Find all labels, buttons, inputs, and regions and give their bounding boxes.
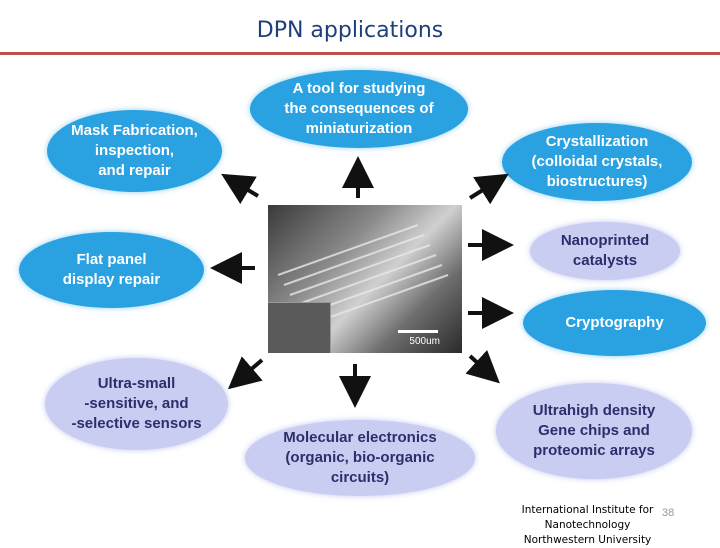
cantilever-lines [277, 224, 449, 326]
page-title: DPN applications [256, 18, 444, 43]
bubble-cryptography: Cryptography [523, 290, 706, 356]
page-number: 38 [662, 507, 675, 519]
tip-inset-image [268, 302, 331, 353]
bubble-sensors: Ultra-small -sensitive, and -selective s… [45, 358, 228, 450]
bubble-mask-fabrication-label: Mask Fabrication, inspection, and repair [71, 122, 198, 179]
bubble-mask-fabrication: Mask Fabrication, inspection, and repair [47, 110, 222, 192]
footer-line1: International Institute for Nanotechnolo… [521, 504, 654, 531]
bubble-crystallization-label: Crystallization (colloidal crystals, bio… [531, 133, 663, 190]
bubble-flat-panel: Flat panel display repair [19, 232, 204, 308]
scale-bar [398, 330, 438, 333]
bubble-cryptography-label: Cryptography [565, 314, 664, 331]
bubble-flat-panel-label: Flat panel display repair [62, 251, 161, 288]
bubble-catalysts-label: Nanoprinted catalysts [560, 232, 650, 269]
scale-label: 500um [409, 336, 440, 347]
cantilever-array-micrograph: 500um [268, 205, 462, 353]
arrow-down-right [465, 349, 500, 384]
title-divider [0, 52, 720, 55]
bubble-catalysts: Nanoprinted catalysts [530, 222, 680, 280]
bubble-molecular-electronics-label: Molecular electronics (organic, bio-orga… [283, 429, 437, 486]
bubble-sensors-label: Ultra-small -sensitive, and -selective s… [71, 375, 202, 432]
footer-line2: Northwestern University [523, 534, 652, 546]
bubble-gene-chips: Ultrahigh density Gene chips and proteom… [496, 383, 692, 479]
arrow-up-right [468, 173, 509, 205]
arrow-down-left [227, 356, 264, 390]
bubble-gene-chips-label: Ultrahigh density Gene chips and proteom… [532, 402, 656, 459]
bubble-molecular-electronics: Molecular electronics (organic, bio-orga… [245, 420, 475, 496]
bubble-crystallization: Crystallization (colloidal crystals, bio… [502, 123, 692, 201]
bubble-miniaturization-label: A tool for studying the consequences of … [284, 80, 434, 137]
arrow-up-left [221, 173, 260, 205]
bubble-miniaturization: A tool for studying the consequences of … [250, 70, 468, 148]
